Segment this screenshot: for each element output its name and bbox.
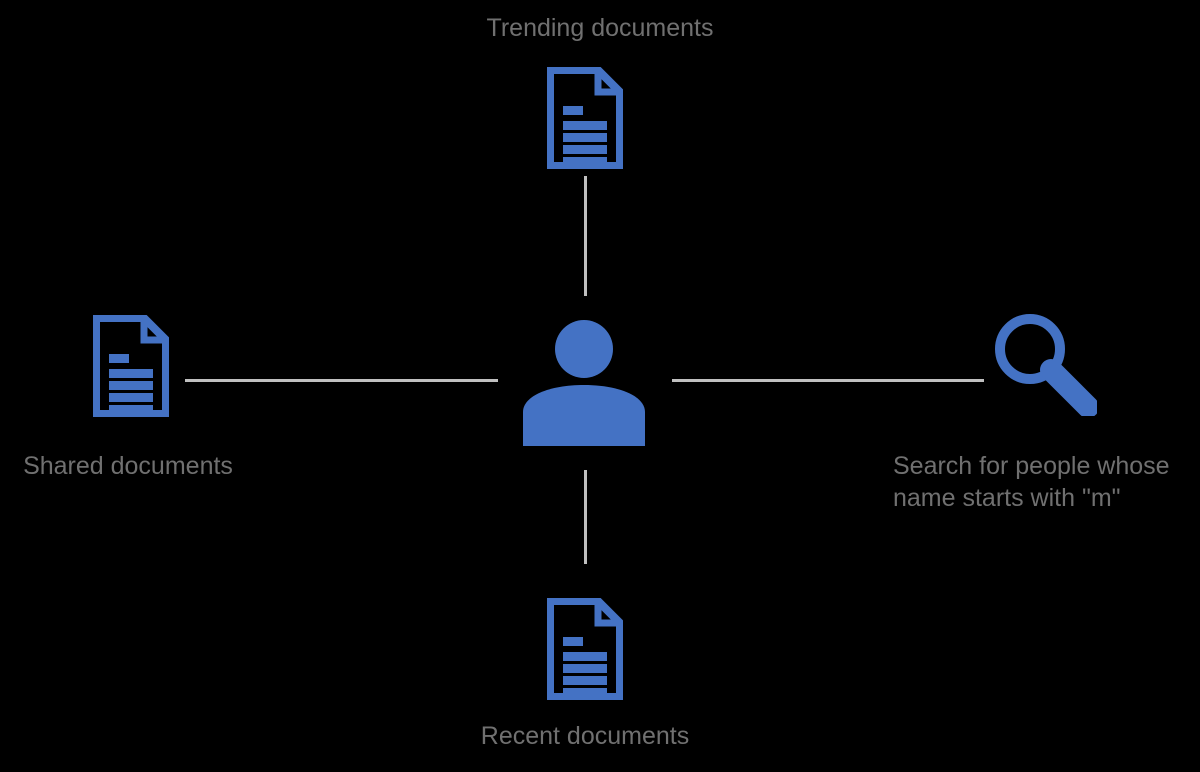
search-people-label: Search for people whose name starts with… — [893, 452, 1170, 512]
document-icon[interactable] — [547, 67, 623, 169]
magnifier-icon[interactable] — [993, 312, 1097, 416]
shared-documents-label: Shared documents — [23, 452, 233, 480]
connector-top — [584, 176, 587, 296]
trending-documents-label: Trending documents — [486, 14, 714, 42]
document-icon[interactable] — [93, 315, 169, 417]
connector-left — [185, 379, 498, 382]
person-icon[interactable] — [519, 316, 649, 450]
connector-bottom — [584, 470, 587, 564]
connector-right — [672, 379, 984, 382]
recent-documents-label: Recent documents — [480, 722, 690, 750]
document-icon[interactable] — [547, 598, 623, 700]
